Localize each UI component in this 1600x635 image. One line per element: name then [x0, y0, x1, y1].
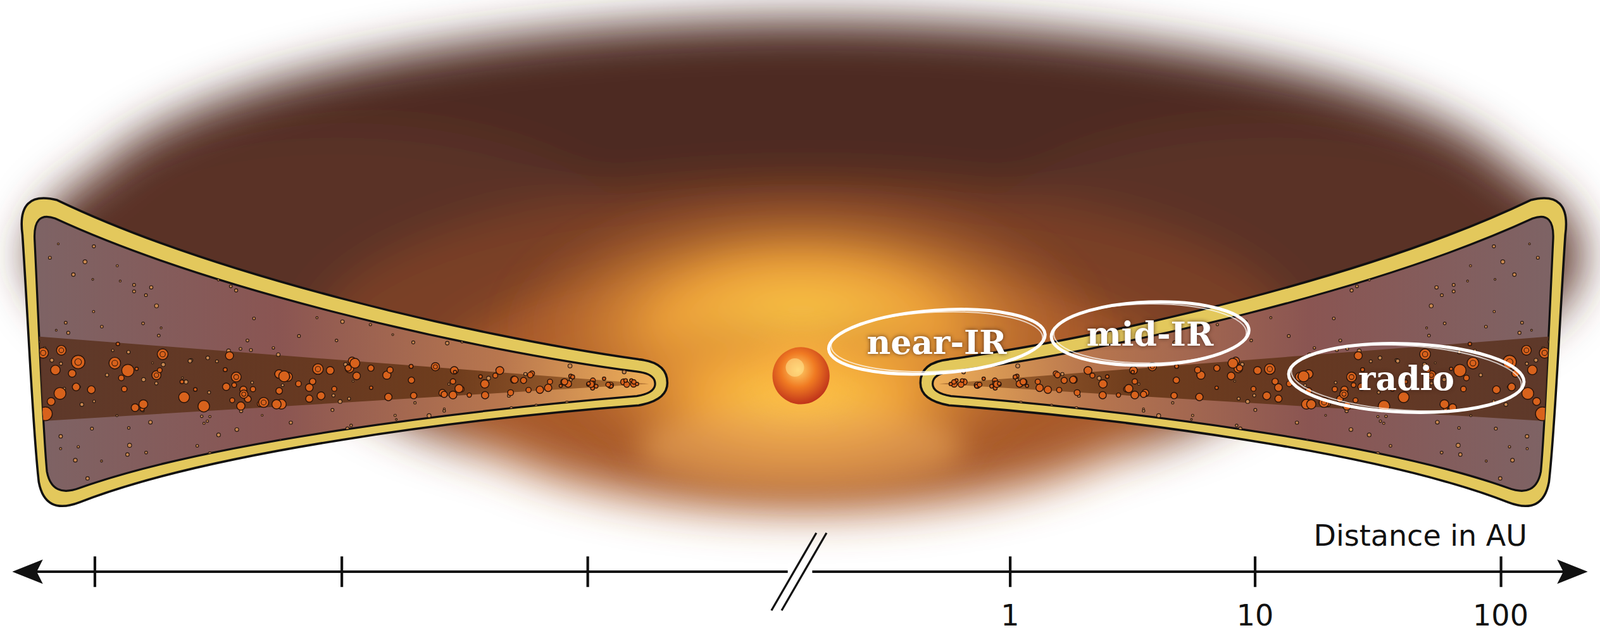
wavelength-region: radio — [1286, 341, 1527, 415]
tick-label: 100 — [1472, 598, 1529, 633]
wavelength-region: mid-IR — [1048, 299, 1252, 368]
region-label: radio — [1358, 358, 1455, 398]
region-label: near-IR — [866, 322, 1007, 362]
tick-label: 10 — [1236, 598, 1275, 633]
tick-label: 1 — [1000, 598, 1019, 633]
axis-title: Distance in AU — [1313, 518, 1528, 553]
region-label: mid-IR — [1086, 314, 1214, 354]
wavelength-region: near-IR — [825, 307, 1049, 376]
